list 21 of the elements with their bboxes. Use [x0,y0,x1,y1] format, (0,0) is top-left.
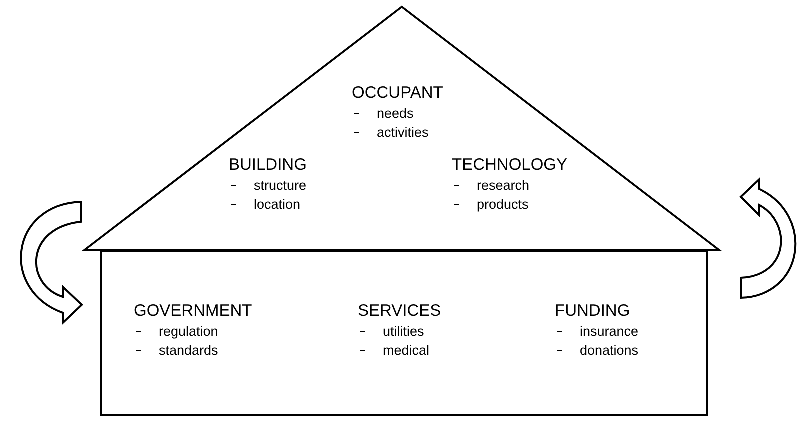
group-heading: TECHNOLOGY [452,155,568,175]
list-item: location [254,196,301,214]
list-item: medical [383,342,430,360]
group-heading: FUNDING [555,301,632,321]
list-item: research [477,177,530,195]
group-heading: GOVERNMENT [134,301,252,321]
group-heading: BUILDING [229,155,307,175]
list-item: standards [159,342,218,360]
list-item: utilities [383,323,424,341]
curved-block-arrow [20,201,83,324]
list-item: donations [580,342,639,360]
group-heading: OCCUPANT [352,83,444,103]
list-item: products [477,196,529,214]
list-item: structure [254,177,307,195]
curved-block-arrow [740,179,796,299]
house-body [100,250,708,416]
list-item: insurance [580,323,639,341]
list-item: needs [377,105,414,123]
list-item: activities [377,124,429,142]
group-heading: SERVICES [358,301,442,321]
list-item: regulation [159,323,218,341]
